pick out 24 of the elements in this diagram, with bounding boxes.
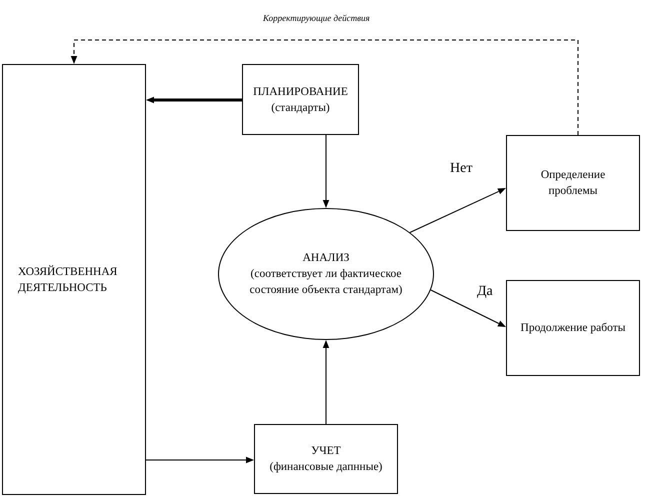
process-box (2, 64, 146, 495)
node-label: Определение проблемы (540, 168, 606, 199)
node-subtitle: (финансовые дапнные) (270, 460, 382, 475)
arrow (409, 188, 506, 233)
node-subtitle: (соответствует ли фактическое состояние объекта стандартам) (248, 267, 404, 298)
edge-label: Да (476, 284, 494, 301)
process-box (242, 64, 359, 135)
arrow (146, 456, 254, 464)
arrow (322, 134, 330, 208)
node-label: Продолжение работы (520, 321, 626, 336)
process-box (506, 280, 640, 376)
node-label: ХОЗЯЙСТВЕННАЯ ДЕЯТЕЛЬНОСТЬ (18, 264, 118, 296)
node-title: АНАЛИЗ (302, 251, 350, 266)
edge-label: Корректирующие действия (262, 13, 371, 24)
process-ellipse (218, 208, 434, 340)
arrow (430, 290, 506, 328)
arrow (146, 96, 242, 104)
node-title: ПЛАНИРОВАНИЕ (253, 84, 348, 100)
process-box (506, 135, 640, 231)
arrow (322, 340, 330, 424)
process-box (254, 424, 398, 494)
node-title: УЧЕТ (311, 444, 341, 459)
node-subtitle: (стандарты) (271, 100, 330, 116)
dashed-arrow (70, 40, 578, 136)
